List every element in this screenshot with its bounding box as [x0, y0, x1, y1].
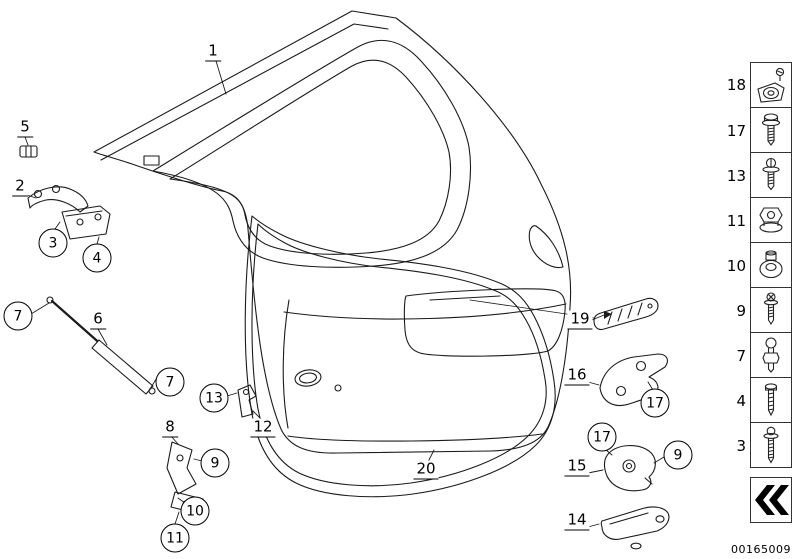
callout-7-lower[interactable]: 7	[155, 367, 185, 397]
tailgate-seal	[244, 215, 556, 498]
fastener-legend: 18 17 13	[720, 62, 792, 523]
long-screw-washer-icon	[763, 426, 779, 464]
callout-6[interactable]: 6	[90, 310, 106, 330]
taillight	[528, 225, 564, 269]
cross-screw-washer-icon	[763, 292, 779, 326]
callout-9-right[interactable]: 9	[663, 440, 693, 470]
legend-item-7: 7	[720, 332, 792, 378]
leader-lines	[24, 60, 665, 528]
emblem	[294, 369, 322, 387]
lock-cylinder-14	[600, 506, 670, 550]
legend-item-3: 3	[720, 422, 792, 468]
callout-17-right[interactable]: 17	[640, 388, 670, 418]
legend-logo-row	[720, 477, 792, 523]
callout-5[interactable]: 5	[17, 118, 33, 138]
image-code: 00165009	[731, 543, 791, 556]
ball-stud-icon	[762, 337, 780, 373]
license-plate-recess	[403, 288, 566, 357]
legend-item-4: 4	[720, 377, 792, 423]
callout-7-upper[interactable]: 7	[3, 301, 33, 331]
legend-label-13[interactable]: 13	[726, 166, 746, 185]
legend-label-4[interactable]: 4	[736, 391, 746, 410]
callout-8[interactable]: 8	[162, 418, 178, 438]
slotted-screw-washer-icon	[762, 157, 780, 191]
legend-item-13: 13	[720, 152, 792, 198]
pan-head-screw-icon	[761, 113, 781, 146]
callout-12[interactable]: 12	[250, 418, 276, 438]
catalog-arrow-logo-icon	[755, 485, 789, 515]
callout-3[interactable]: 3	[38, 228, 68, 258]
grommet-nut-icon	[759, 250, 783, 279]
callout-15[interactable]: 15	[564, 457, 590, 477]
gas-strut	[46, 296, 156, 395]
legend-item-11: 11	[720, 197, 792, 243]
legend-label-3[interactable]: 3	[736, 436, 746, 455]
callout-1[interactable]: 1	[205, 42, 221, 62]
window-corner-bracket	[143, 155, 160, 166]
callout-4[interactable]: 4	[82, 243, 112, 273]
lock-bracket-16	[599, 353, 668, 406]
hinge-assembly	[27, 184, 111, 240]
latch-15	[604, 445, 656, 492]
callout-14[interactable]: 14	[564, 511, 590, 531]
legend-item-9: 9	[720, 287, 792, 333]
legend-label-18[interactable]: 18	[726, 76, 746, 94]
window-opening	[143, 39, 471, 268]
stop-bracket-12-13	[237, 384, 257, 418]
legend-item-10: 10	[720, 242, 792, 288]
callout-9-left[interactable]: 9	[200, 448, 230, 478]
callout-13[interactable]: 13	[199, 383, 229, 413]
callout-10[interactable]: 10	[180, 496, 210, 526]
callout-17-left[interactable]: 17	[587, 422, 617, 452]
callout-16[interactable]: 16	[564, 366, 590, 386]
buffer-clip-part	[19, 145, 38, 158]
legend-label-9[interactable]: 9	[736, 301, 746, 320]
legend-label-10[interactable]: 10	[726, 256, 746, 275]
callout-20[interactable]: 20	[413, 460, 439, 480]
legend-label-7[interactable]: 7	[736, 346, 746, 365]
legend-label-11[interactable]: 11	[726, 211, 746, 230]
legend-item-17: 17	[720, 107, 792, 153]
tailgate-outline	[93, 10, 572, 454]
hex-screw-icon	[764, 383, 778, 417]
grommet-with-screw-icon	[757, 67, 785, 103]
callout-11[interactable]: 11	[160, 523, 190, 553]
legend-label-17[interactable]: 17	[726, 121, 746, 140]
legend-item-18: 18	[720, 62, 792, 108]
flange-nut-icon	[759, 207, 783, 233]
callout-2[interactable]: 2	[12, 177, 28, 197]
callout-19[interactable]: 19	[567, 310, 593, 330]
